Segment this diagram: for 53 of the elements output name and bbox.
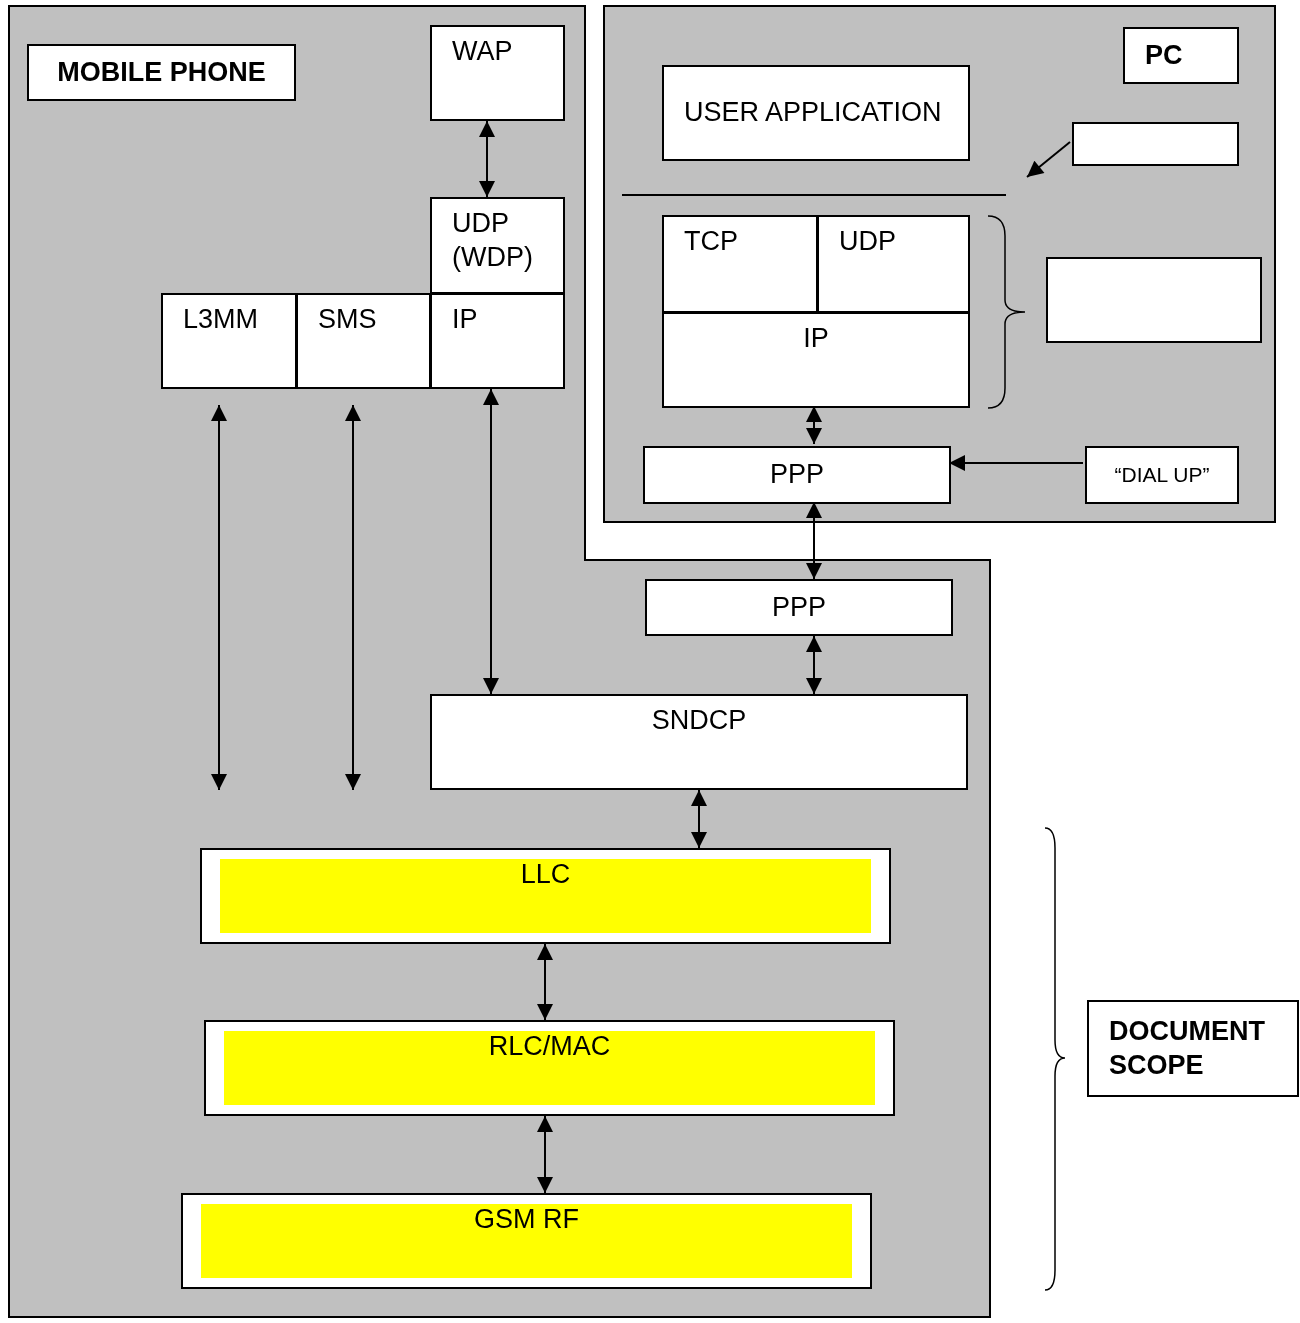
highlighted-layer-box xyxy=(181,1193,872,1289)
layer-box xyxy=(645,579,953,636)
layer-box xyxy=(817,215,970,313)
pc-region xyxy=(603,5,1276,523)
empty-box xyxy=(1072,122,1239,166)
layer-box xyxy=(430,197,565,294)
layer-label: PPP xyxy=(772,590,826,624)
layer-label: PC xyxy=(1145,38,1183,72)
arrow xyxy=(806,501,822,580)
scope-box xyxy=(1087,1000,1299,1097)
empty-box xyxy=(1046,257,1262,343)
layer-label: UDP xyxy=(839,225,896,258)
layer-label: WAP xyxy=(452,35,513,68)
layer-label: IP xyxy=(803,322,829,355)
layer-label: SNDCP xyxy=(651,704,747,737)
layer-box xyxy=(662,215,818,313)
highlighted-layer-box xyxy=(204,1020,895,1116)
layer-label: L3MM xyxy=(183,303,258,336)
title-box xyxy=(1123,27,1239,84)
layer-label: USER APPLICATION xyxy=(684,96,942,130)
layer-box xyxy=(430,694,968,790)
arrow xyxy=(806,405,822,445)
layer-label: PPP xyxy=(770,458,824,492)
arrow xyxy=(537,943,553,1021)
layer-box xyxy=(662,312,970,408)
layer-label: DOCUMENT SCOPE xyxy=(1109,1014,1266,1082)
arrow xyxy=(211,404,227,791)
layer-box xyxy=(161,293,297,389)
arrow xyxy=(691,789,707,849)
layer-box xyxy=(430,25,565,121)
layer-label: MOBILE PHONE xyxy=(57,55,266,89)
layer-label: LLC xyxy=(520,858,571,891)
arrow xyxy=(537,1115,553,1194)
layer-label: GSM RF xyxy=(474,1203,579,1236)
layer-box xyxy=(296,293,431,389)
arrow xyxy=(483,388,499,695)
title-box xyxy=(27,44,296,101)
layer-box xyxy=(430,293,565,389)
highlighted-layer-box xyxy=(200,848,891,944)
arrow xyxy=(479,120,495,198)
arrow xyxy=(806,635,822,695)
arrow xyxy=(345,404,361,791)
layer-label: “DIAL UP” xyxy=(1114,461,1210,488)
layer-label: RLC/MAC xyxy=(488,1030,611,1063)
layer-label: SMS xyxy=(318,303,377,336)
arrow xyxy=(948,455,1084,471)
layer-label: UDP (WDP) xyxy=(452,207,534,274)
note-box xyxy=(1085,446,1239,504)
layer-box xyxy=(662,65,970,161)
layer-label: IP xyxy=(452,303,478,336)
arrow xyxy=(1026,141,1071,178)
layer-box xyxy=(643,446,951,504)
layer-label: TCP xyxy=(684,225,738,258)
